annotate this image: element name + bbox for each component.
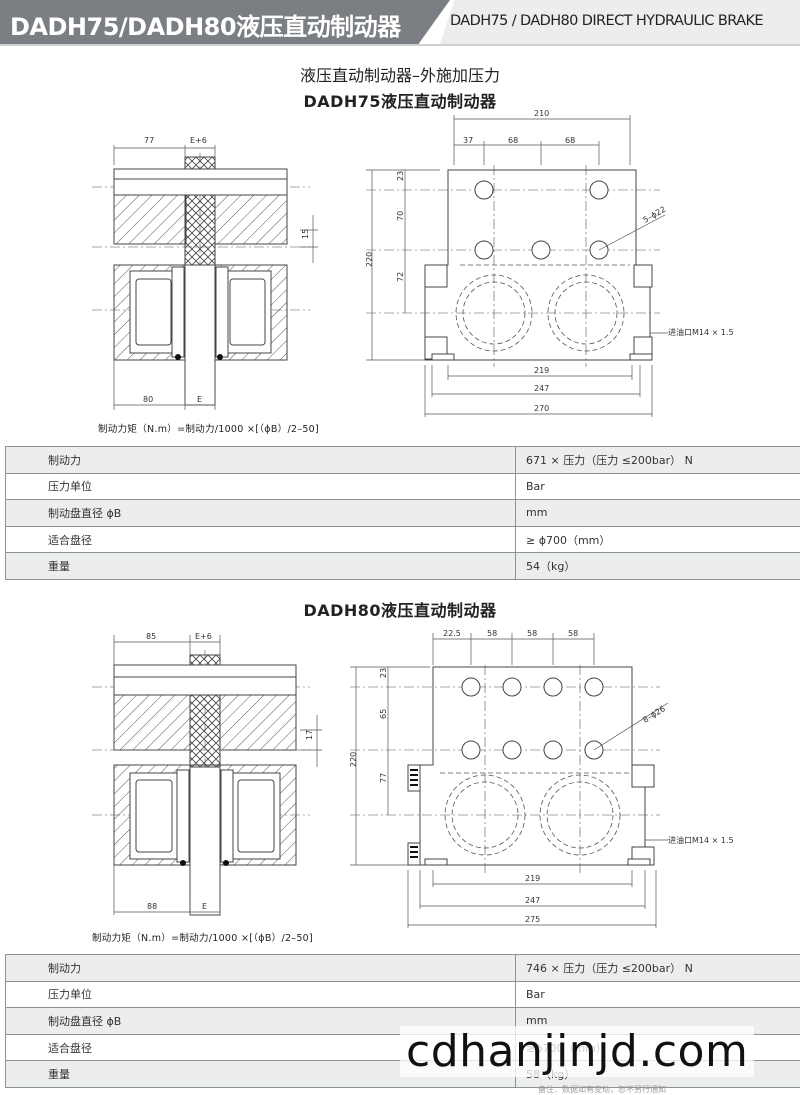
dim-219: 219 [534, 366, 549, 375]
spec-value: Bar [515, 472, 800, 501]
spec-label: 适合盘径 [5, 525, 516, 554]
spec-label: 重量 [5, 552, 516, 580]
dadh80-title: DADH80液压直动制动器 [303, 601, 497, 620]
dim-17: 17 [305, 730, 314, 740]
dim-247: 247 [534, 384, 549, 393]
spec-label: 制动盘直径 ϕB [5, 499, 516, 527]
dadh75-formula: 制动力矩（N.m）=制动力/1000 ×[（ϕB）/2–50] [98, 424, 320, 435]
watermark-text: cdhanjinjd.com [400, 1026, 755, 1077]
dim-220: 220 [349, 752, 358, 767]
dadh75-side-view: 77 E+6 15 80 E [92, 136, 318, 410]
dadh80-formula: 制动力矩（N.m）=制动力/1000 ×[（ϕB）/2–50] [92, 933, 314, 944]
dim-65: 65 [379, 709, 388, 719]
oil-inlet-label: 进油口M14 × 1.5 [668, 327, 734, 337]
dim-23: 23 [379, 668, 388, 678]
dim-58a: 58 [487, 629, 497, 638]
dim-e6: E+6 [190, 136, 207, 145]
dim-58c: 58 [568, 629, 578, 638]
dadh80-side-view: 85 E+6 17 88 E [92, 632, 322, 916]
header-title-cn: DADH75/DADH80液压直动制动器 [10, 13, 401, 41]
spec-value: 746 × 压力（压力 ≤200bar） N [515, 954, 800, 982]
dim-37: 37 [463, 136, 473, 145]
dim-23: 23 [396, 171, 405, 181]
holes-label: 8–ϕ26 [641, 704, 667, 725]
dadh75-title: DADH75液压直动制动器 [303, 92, 497, 111]
spec-value: mm [515, 499, 800, 527]
dim-e: E [202, 902, 207, 911]
dim-e6: E+6 [195, 632, 212, 641]
footnote: 备注：数据如有变动，恕不另行通知 [538, 1085, 666, 1094]
dim-219: 219 [525, 874, 540, 883]
spec-label: 压力单位 [5, 472, 516, 501]
dim-68a: 68 [508, 136, 518, 145]
dim-80: 80 [143, 395, 153, 404]
dim-e: E [197, 395, 202, 404]
header-title-cn-panel: DADH75/DADH80液压直动制动器 [0, 0, 450, 44]
page-subtitle: 液压直动制动器–外施加压力 [299, 66, 500, 85]
dim-72: 72 [396, 272, 405, 282]
dim-68b: 68 [565, 136, 575, 145]
dim-22-5: 22.5 [443, 629, 461, 638]
dadh75-front-view: 210 37 68 68 5–ϕ22 [365, 109, 734, 417]
spec-value: 671 × 压力（压力 ≤200bar） N [515, 446, 800, 474]
dim-85: 85 [146, 632, 156, 641]
dim-275: 275 [525, 915, 540, 924]
dim-77: 77 [379, 773, 388, 783]
dim-70: 70 [396, 211, 405, 221]
header-banner: DADH75/DADH80液压直动制动器 DADH75 / DADH80 DIR… [0, 0, 800, 44]
dim-247: 247 [525, 896, 540, 905]
dim-88: 88 [147, 902, 157, 911]
header-title-en: DADH75 / DADH80 DIRECT HYDRAULIC BRAKE [450, 13, 764, 29]
spec-value: ≥ ϕ700（mm） [515, 525, 800, 554]
dim-77: 77 [144, 136, 154, 145]
dim-220: 220 [365, 252, 374, 267]
dim-210: 210 [534, 109, 549, 118]
spec-label: 制动力 [5, 446, 516, 474]
header-title-en-panel: DADH75 / DADH80 DIRECT HYDRAULIC BRAKE [440, 0, 800, 44]
spec-label: 制动力 [5, 954, 516, 982]
spec-label: 制动盘直径 ϕB [5, 1007, 516, 1035]
spec-value: Bar [515, 980, 800, 1009]
dim-58b: 58 [527, 629, 537, 638]
dim-15: 15 [301, 229, 310, 239]
spec-label: 压力单位 [5, 980, 516, 1009]
header-divider [0, 44, 800, 46]
dadh80-front-view: 22.5 58 58 58 [349, 629, 734, 928]
spec-value: 54（kg） [515, 552, 800, 580]
holes-label: 5–ϕ22 [642, 205, 668, 225]
dadh80-drawing: 85 E+6 17 88 E [92, 629, 734, 928]
oil-inlet-label: 进油口M14 × 1.5 [668, 835, 734, 845]
table-row: 适合盘径≥ ϕ700（mm） [5, 525, 800, 554]
dim-270: 270 [534, 404, 549, 413]
dadh75-drawing: 77 E+6 15 80 E [92, 109, 734, 417]
